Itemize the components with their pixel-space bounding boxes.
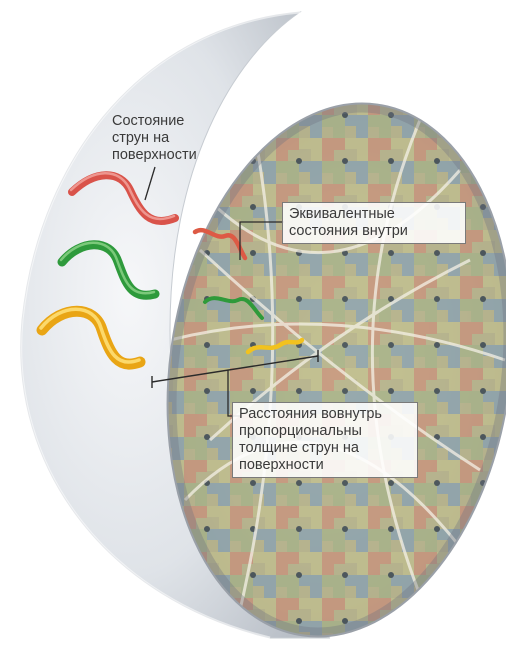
label-equivalent-states-inside: Эквивалентные состояния внутри xyxy=(282,202,466,244)
label-surface-string-states: Состояние струн на поверхности xyxy=(112,113,222,164)
label-distance-inward: Расстояния вовнутрь пропорциональны толщ… xyxy=(232,402,418,478)
